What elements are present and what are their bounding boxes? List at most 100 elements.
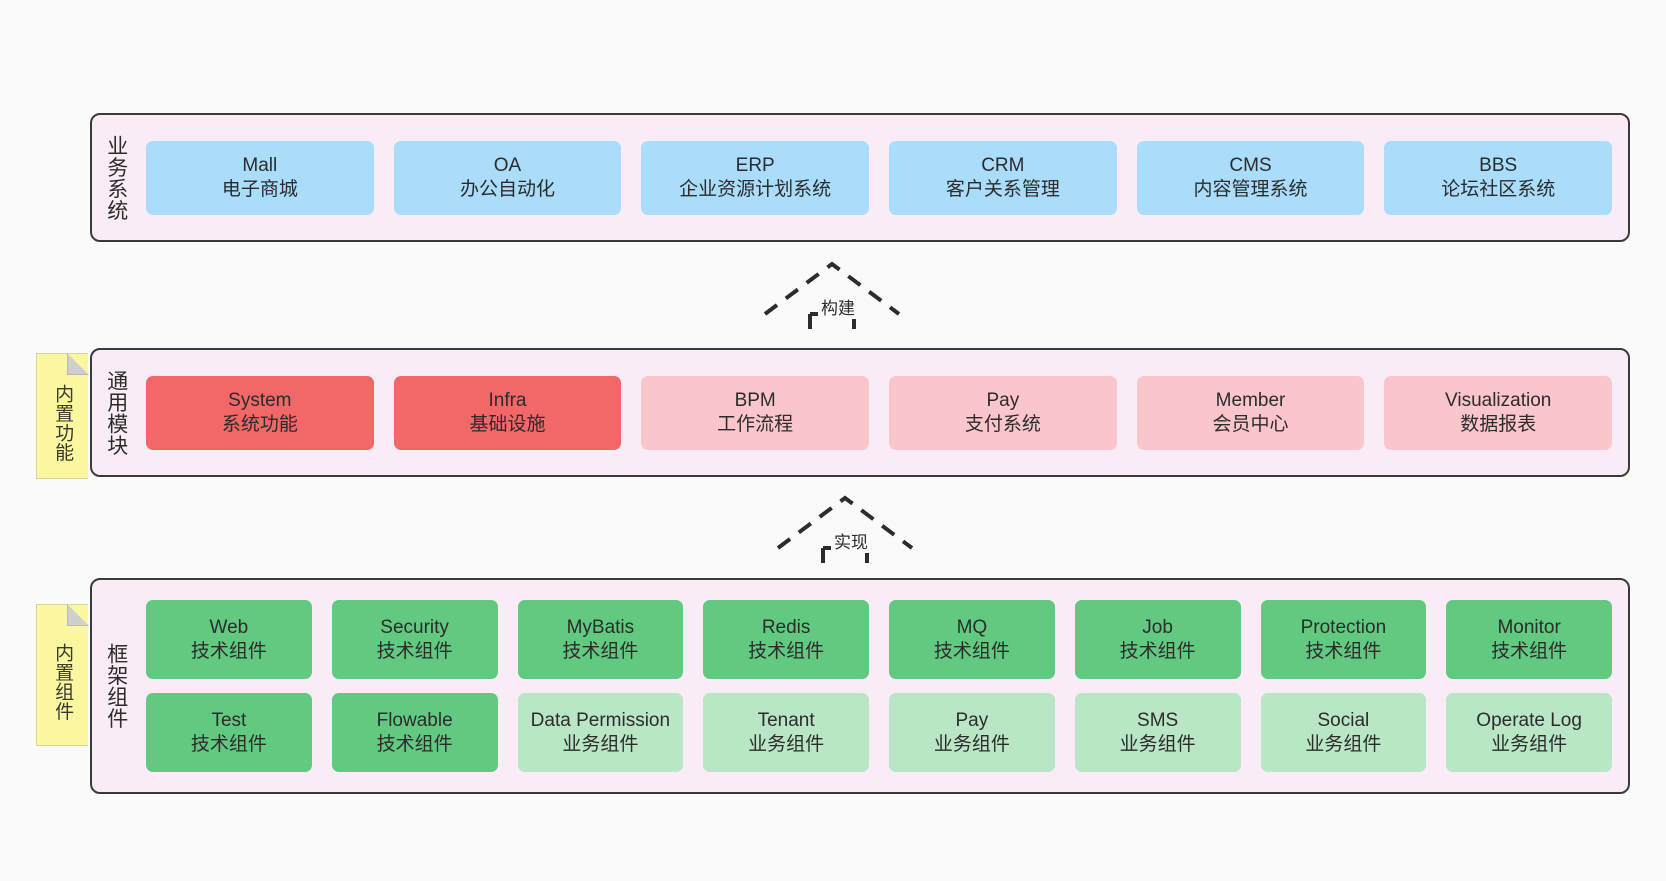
node-job[interactable]: Job 技术组件 (1074, 600, 1241, 679)
node-crm[interactable]: CRM 客户关系管理 (889, 140, 1117, 215)
node-label-en: Visualization (1445, 390, 1552, 412)
node-label-cn: 业务组件 (933, 733, 1010, 755)
node-test[interactable]: Test 技术组件 (146, 693, 312, 772)
node-label-cn: 客户关系管理 (945, 178, 1060, 200)
row: Web 技术组件 Security 技术组件 MyBatis 技术组件 Redi… (146, 600, 1612, 679)
node-bbs[interactable]: BBS 论坛社区系统 (1384, 140, 1613, 215)
node-label-cn: 内容管理系统 (1193, 178, 1308, 200)
node-label-en: MyBatis (566, 617, 635, 639)
node-label-cn: 基础设施 (469, 413, 546, 435)
node-social[interactable]: Social 业务组件 (1260, 693, 1427, 772)
note-builtin-components: 内置组件 (36, 604, 89, 746)
node-label-cn: 系统功能 (221, 413, 298, 435)
layer-business-systems: 业务系统 Mall 电子商城 OA 办公自动化 ERP 企业资源计划系统 CRM… (90, 113, 1630, 242)
node-label-en: Security (380, 617, 449, 639)
row: System 系统功能 Infra 基础设施 BPM 工作流程 Pay 支付系统… (146, 375, 1613, 450)
connector-build-arrow: 构建 (757, 258, 907, 340)
node-label-en: Social (1317, 710, 1370, 732)
node-system[interactable]: System 系统功能 (146, 375, 374, 450)
connector-implement-arrow: 实现 (770, 492, 920, 574)
node-erp[interactable]: ERP 企业资源计划系统 (641, 140, 870, 215)
node-member[interactable]: Member 会员中心 (1136, 375, 1365, 450)
note-builtin-components-label: 内置组件 (52, 643, 74, 721)
node-label-en: Data Permission (530, 710, 671, 732)
node-label-cn: 论坛社区系统 (1441, 178, 1556, 200)
node-security[interactable]: Security 技术组件 (331, 600, 498, 679)
node-mq[interactable]: MQ 技术组件 (889, 600, 1055, 679)
node-bpm[interactable]: BPM 工作流程 (641, 375, 870, 450)
node-label-cn: 技术组件 (1491, 640, 1568, 662)
node-mybatis[interactable]: MyBatis 技术组件 (517, 600, 684, 679)
node-label-cn: 技术组件 (748, 640, 825, 662)
node-label-en: MQ (956, 617, 988, 639)
node-pay[interactable]: Pay 支付系统 (889, 375, 1117, 450)
node-label-en: Operate Log (1476, 710, 1582, 732)
node-label-cn: 业务组件 (1305, 733, 1382, 755)
node-flowable[interactable]: Flowable 技术组件 (331, 693, 498, 772)
node-label-en: Test (211, 710, 247, 732)
node-label-cn: 业务组件 (1491, 733, 1568, 755)
node-label-cn: 技术组件 (376, 733, 453, 755)
node-label-cn: 技术组件 (1119, 640, 1196, 662)
node-label-cn: 业务组件 (562, 733, 639, 755)
node-label-en: SMS (1137, 710, 1179, 732)
node-visualization[interactable]: Visualization 数据报表 (1384, 375, 1613, 450)
node-label-cn: 业务组件 (1119, 733, 1196, 755)
node-label-en: Monitor (1497, 617, 1561, 639)
node-label-cn: 技术组件 (1305, 640, 1382, 662)
node-oa[interactable]: OA 办公自动化 (393, 140, 622, 215)
layer-body-common-modules: System 系统功能 Infra 基础设施 BPM 工作流程 Pay 支付系统… (140, 350, 1628, 475)
node-cms[interactable]: CMS 内容管理系统 (1136, 140, 1365, 215)
node-label-cn: 企业资源计划系统 (679, 178, 832, 200)
layer-title-framework-components: 框架组件 (104, 643, 128, 729)
node-label-cn: 电子商城 (221, 178, 298, 200)
node-label-cn: 技术组件 (562, 640, 639, 662)
node-label-cn: 技术组件 (190, 640, 267, 662)
node-label-en: OA (493, 155, 522, 177)
node-pay-component[interactable]: Pay 业务组件 (889, 693, 1055, 772)
layer-body-framework-components: Web 技术组件 Security 技术组件 MyBatis 技术组件 Redi… (140, 580, 1628, 792)
node-mall[interactable]: Mall 电子商城 (146, 140, 374, 215)
node-monitor[interactable]: Monitor 技术组件 (1446, 600, 1612, 679)
node-label-en: Mall (242, 155, 278, 177)
node-label-cn: 业务组件 (748, 733, 825, 755)
node-label-en: Flowable (376, 710, 453, 732)
node-infra[interactable]: Infra 基础设施 (393, 375, 622, 450)
node-label-cn: 技术组件 (190, 733, 267, 755)
layer-title-business-systems: 业务系统 (104, 134, 128, 221)
node-protection[interactable]: Protection 技术组件 (1260, 600, 1427, 679)
layer-body-business-systems: Mall 电子商城 OA 办公自动化 ERP 企业资源计划系统 CRM 客户关系… (140, 115, 1628, 240)
node-label-cn: 支付系统 (964, 413, 1041, 435)
connector-build-label: 构建 (818, 294, 858, 319)
node-operate-log[interactable]: Operate Log 业务组件 (1446, 693, 1612, 772)
node-label-cn: 工作流程 (717, 413, 794, 435)
layer-title-common-modules: 通用模块 (104, 369, 128, 456)
layer-common-modules: 通用模块 System 系统功能 Infra 基础设施 BPM 工作流程 Pay… (90, 348, 1630, 477)
node-label-en: Job (1142, 617, 1173, 639)
layer-framework-components: 框架组件 Web 技术组件 Security 技术组件 MyBatis 技术组件… (90, 578, 1630, 794)
row: Mall 电子商城 OA 办公自动化 ERP 企业资源计划系统 CRM 客户关系… (146, 140, 1613, 215)
note-builtin-functions: 内置功能 (36, 353, 89, 479)
note-builtin-functions-label: 内置功能 (52, 384, 74, 462)
row: Test 技术组件 Flowable 技术组件 Data Permission … (146, 693, 1612, 772)
node-label-cn: 数据报表 (1460, 413, 1537, 435)
node-label-cn: 技术组件 (376, 640, 453, 662)
node-label-en: ERP (735, 155, 775, 177)
node-redis[interactable]: Redis 技术组件 (703, 600, 869, 679)
node-label-en: Protection (1300, 617, 1387, 639)
connector-implement-label: 实现 (831, 528, 871, 553)
node-label-en: BBS (1479, 155, 1518, 177)
node-label-cn: 技术组件 (933, 640, 1010, 662)
node-label-en: CRM (981, 155, 1025, 177)
node-data-permission[interactable]: Data Permission 业务组件 (517, 693, 684, 772)
node-sms[interactable]: SMS 业务组件 (1074, 693, 1241, 772)
node-label-en: Infra (488, 390, 527, 412)
node-label-en: Tenant (757, 710, 815, 732)
node-label-en: Pay (955, 710, 989, 732)
node-web[interactable]: Web 技术组件 (146, 600, 312, 679)
node-label-en: Member (1215, 390, 1286, 412)
node-label-en: Redis (761, 617, 811, 639)
node-label-cn: 办公自动化 (460, 178, 556, 200)
node-tenant[interactable]: Tenant 业务组件 (703, 693, 869, 772)
